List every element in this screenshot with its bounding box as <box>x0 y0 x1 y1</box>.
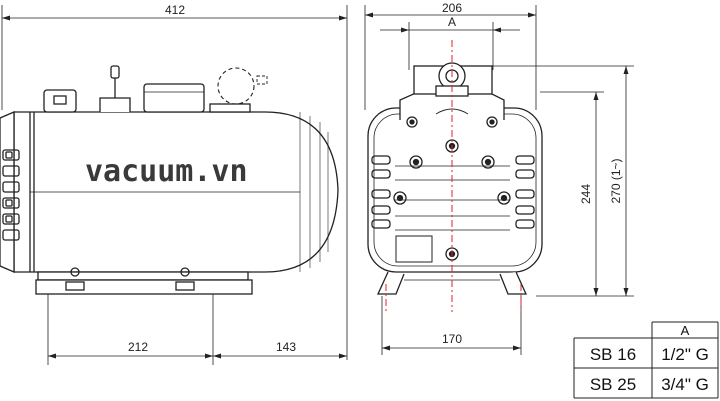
dimension-connection-a: A <box>448 15 456 29</box>
centerlines <box>385 40 522 312</box>
table-header-a: A <box>681 323 690 338</box>
dimension-overall-width: 206 <box>442 1 462 15</box>
table-model-sb25: SB 25 <box>590 375 636 394</box>
connection-table <box>573 321 719 399</box>
dimension-total-height: 270 (1~) <box>609 158 623 203</box>
front-view <box>364 5 634 355</box>
table-model-sb16: SB 16 <box>590 345 636 364</box>
dimension-foot-spacing: 170 <box>442 332 462 346</box>
dimension-overall-length: 412 <box>165 3 185 17</box>
side-view <box>0 5 348 365</box>
dimension-axis-height: 244 <box>579 184 593 204</box>
table-thread-sb16: 1/2" G <box>661 345 709 364</box>
table-thread-sb25: 3/4" G <box>661 375 709 394</box>
dimension-base-left: 212 <box>128 340 148 354</box>
watermark-text: vacuum.vn <box>85 154 248 189</box>
dimension-base-right: 143 <box>276 340 296 354</box>
